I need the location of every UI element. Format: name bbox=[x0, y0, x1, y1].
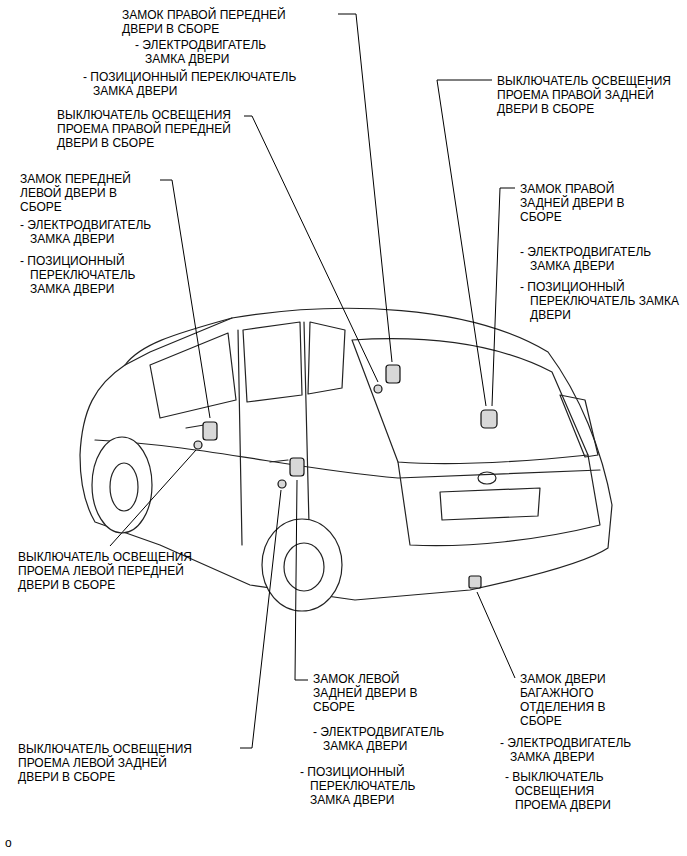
component-label: - ПОЗИЦИОННЫЙ ПЕРЕКЛЮЧАТЕЛЬ ЗАМКА ДВЕРИ bbox=[520, 280, 680, 322]
part-label: ВЫКЛЮЧАТЕЛЬ ОСВЕЩЕНИЯ ПРОЕМА ЛЕВОЙ ЗАДНЕ… bbox=[18, 742, 208, 784]
component-label: - ПОЗИЦИОННЫЙ ПЕРЕКЛЮЧАТЕЛЬ ЗАМКА ДВЕРИ bbox=[83, 70, 333, 98]
door-lock-icon bbox=[290, 458, 304, 476]
quarter-window bbox=[308, 322, 345, 394]
courtesy-switch-icon bbox=[278, 480, 286, 488]
label-position: o bbox=[5, 836, 25, 850]
courtesy-switch-icon bbox=[374, 385, 382, 393]
part-label: ВЫКЛЮЧАТЕЛЬ ОСВЕЩЕНИЯ ПРОЕМА ПРАВОЙ ЗАДН… bbox=[497, 74, 677, 116]
license-plate-recess bbox=[440, 488, 540, 520]
label-position: - ПОЗИЦИОННЫЙ ПЕРЕКЛЮЧАТЕЛЬ ЗАМКА ДВЕРИ bbox=[20, 254, 138, 296]
front-wheel bbox=[92, 437, 152, 533]
door-line bbox=[238, 330, 242, 545]
label-position: ВЫКЛЮЧАТЕЛЬ ОСВЕЩЕНИЯ ПРОЕМА ПРАВОЙ ПЕРЕ… bbox=[57, 108, 242, 150]
front-door-window bbox=[150, 333, 236, 418]
label-position: - ЭЛЕКТРОДВИГАТЕЛЬ ЗАМКА ДВЕРИ bbox=[135, 38, 285, 66]
label-position: ЗАМОК ЛЕВОЙ ЗАДНЕЙ ДВЕРИ В СБОРЕ bbox=[313, 672, 431, 714]
label-position: ЗАМОК ПРАВОЙ ЗАДНЕЙ ДВЕРИ В СБОРЕ bbox=[520, 182, 642, 224]
component-label: - ЭЛЕКТРОДВИГАТЕЛЬ ЗАМКА ДВЕРИ bbox=[20, 218, 170, 246]
courtesy-switch-icon bbox=[194, 441, 202, 449]
hatch-edge bbox=[398, 455, 600, 546]
label-position: - ВЫКЛЮЧАТЕЛЬ ОСВЕЩЕНИЯ ПРОЕМА ДВЕРИ bbox=[505, 770, 630, 812]
component-label: - ЭЛЕКТРОДВИГАТЕЛЬ ЗАМКА ДВЕРИ bbox=[135, 38, 285, 66]
part-label: ВЫКЛЮЧАТЕЛЬ ОСВЕЩЕНИЯ ПРОЕМА ЛЕВОЙ ПЕРЕД… bbox=[18, 550, 208, 592]
tail-lamp bbox=[560, 395, 598, 457]
leader-line bbox=[240, 490, 281, 748]
label-position: ЗАМОК ПЕРЕДНЕЙ ЛЕВОЙ ДВЕРИ В СБОРЕ bbox=[20, 172, 142, 214]
part-label: ЗАМОК ЛЕВОЙ ЗАДНЕЙ ДВЕРИ В СБОРЕ bbox=[313, 672, 431, 714]
label-position: ЗАМОК ПРАВОЙ ПЕРЕДНЕЙ ДВЕРИ В СБОРЕ bbox=[122, 8, 292, 36]
door-lock-icon bbox=[203, 422, 217, 440]
rear-door-window bbox=[243, 322, 302, 402]
label-position: - ПОЗИЦИОННЫЙ ПЕРЕКЛЮЧАТЕЛЬ ЗАМКА ДВЕРИ bbox=[83, 70, 333, 98]
part-label: ЗАМОК ДВЕРИ БАГАЖНОГО ОТДЕЛЕНИЯ В СБОРЕ bbox=[520, 672, 625, 728]
label-position: - ЭЛЕКТРОДВИГАТЕЛЬ ЗАМКА ДВЕРИ bbox=[20, 218, 170, 246]
leader-line bbox=[338, 14, 392, 362]
component-label: - ПОЗИЦИОННЫЙ ПЕРЕКЛЮЧАТЕЛЬ ЗАМКА ДВЕРИ bbox=[300, 765, 425, 807]
leader-line bbox=[160, 180, 210, 418]
label-position: - ПОЗИЦИОННЫЙ ПЕРЕКЛЮЧАТЕЛЬ ЗАМКА ДВЕРИ bbox=[520, 280, 680, 322]
door-lock-icon bbox=[386, 365, 400, 383]
rear-wheel bbox=[262, 519, 342, 611]
leader-line bbox=[492, 188, 515, 406]
back-door-lock-icon bbox=[469, 576, 481, 588]
label-position: ВЫКЛЮЧАТЕЛЬ ОСВЕЩЕНИЯ ПРОЕМА ЛЕВОЙ ПЕРЕД… bbox=[18, 550, 208, 592]
label-position: - ЭЛЕКТРОДВИГАТЕЛЬ ЗАМКА ДВЕРИ bbox=[520, 245, 680, 273]
component-label: - ПОЗИЦИОННЫЙ ПЕРЕКЛЮЧАТЕЛЬ ЗАМКА ДВЕРИ bbox=[20, 254, 138, 296]
component-icons bbox=[194, 365, 497, 588]
rear-window bbox=[352, 339, 588, 464]
label-position: - ЭЛЕКТРОДВИГАТЕЛЬ ЗАМКА ДВЕРИ bbox=[500, 736, 660, 764]
front-wheel-hub bbox=[110, 463, 138, 511]
windshield-edge bbox=[125, 318, 232, 365]
door-handle bbox=[186, 425, 204, 428]
part-label: ВЫКЛЮЧАТЕЛЬ ОСВЕЩЕНИЯ ПРОЕМА ПРАВОЙ ПЕРЕ… bbox=[57, 108, 242, 150]
body-crease bbox=[95, 440, 600, 478]
part-label: o bbox=[5, 836, 25, 850]
label-position: ВЫКЛЮЧАТЕЛЬ ОСВЕЩЕНИЯ ПРОЕМА ЛЕВОЙ ЗАДНЕ… bbox=[18, 742, 208, 784]
emblem bbox=[478, 472, 496, 484]
label-position: - ЭЛЕКТРОДВИГАТЕЛЬ ЗАМКА ДВЕРИ bbox=[313, 725, 473, 753]
door-handle bbox=[270, 460, 288, 462]
part-label: ЗАМОК ПРАВОЙ ЗАДНЕЙ ДВЕРИ В СБОРЕ bbox=[520, 182, 642, 224]
leader-line bbox=[295, 480, 308, 680]
leader-line bbox=[110, 450, 196, 546]
part-label: ЗАМОК ПЕРЕДНЕЙ ЛЕВОЙ ДВЕРИ В СБОРЕ bbox=[20, 172, 142, 214]
component-label: - ЭЛЕКТРОДВИГАТЕЛЬ ЗАМКА ДВЕРИ bbox=[500, 736, 660, 764]
leader-line bbox=[244, 116, 378, 382]
leader-line bbox=[477, 592, 515, 678]
component-label: - ВЫКЛЮЧАТЕЛЬ ОСВЕЩЕНИЯ ПРОЕМА ДВЕРИ bbox=[505, 770, 630, 812]
component-label: - ЭЛЕКТРОДВИГАТЕЛЬ ЗАМКА ДВЕРИ bbox=[313, 725, 473, 753]
label-position: - ПОЗИЦИОННЫЙ ПЕРЕКЛЮЧАТЕЛЬ ЗАМКА ДВЕРИ bbox=[300, 765, 425, 807]
leader-line bbox=[437, 80, 492, 406]
label-position: ЗАМОК ДВЕРИ БАГАЖНОГО ОТДЕЛЕНИЯ В СБОРЕ bbox=[520, 672, 625, 728]
door-lock-icon bbox=[481, 410, 497, 428]
part-label: ЗАМОК ПРАВОЙ ПЕРЕДНЕЙ ДВЕРИ В СБОРЕ bbox=[122, 8, 292, 36]
rear-wheel-hub bbox=[284, 543, 324, 591]
label-position: ВЫКЛЮЧАТЕЛЬ ОСВЕЩЕНИЯ ПРОЕМА ПРАВОЙ ЗАДН… bbox=[497, 74, 677, 116]
component-label: - ЭЛЕКТРОДВИГАТЕЛЬ ЗАМКА ДВЕРИ bbox=[520, 245, 680, 273]
